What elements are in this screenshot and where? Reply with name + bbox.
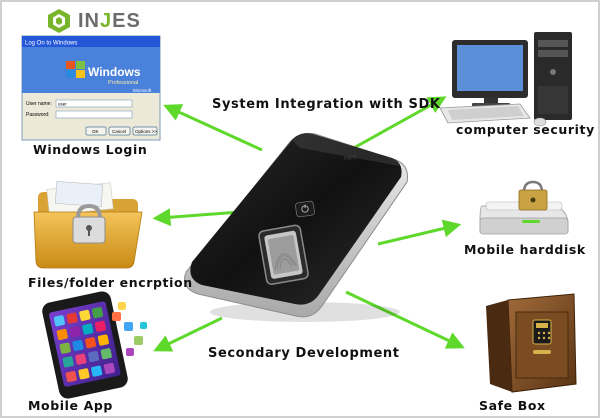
fingerprint-scanner-device: INJES <box>184 132 408 322</box>
injes-logo: INJES <box>46 6 141 36</box>
svg-text:Cancel: Cancel <box>112 129 126 134</box>
ok-button <box>85 126 107 136</box>
label-windows-login: Windows Login <box>33 142 148 157</box>
arrow-to-files-folder <box>152 208 241 227</box>
windows-flag-icon <box>66 61 85 78</box>
windows-login-dialog: Log On to Windows Windows Professional M… <box>21 35 161 141</box>
safe-handle <box>533 350 551 354</box>
brand-emboss: INJES <box>343 154 357 162</box>
fingerprint-sensor <box>258 224 309 285</box>
svg-text:Options >>: Options >> <box>135 129 157 134</box>
svg-text:OK: OK <box>92 129 99 134</box>
user-name-field <box>55 99 133 108</box>
label-mobile-app: Mobile App <box>28 398 113 413</box>
logo-wordmark: INJES <box>78 9 141 32</box>
desktop-computer-icon <box>439 32 572 127</box>
label-safe-box: Safe Box <box>479 398 546 413</box>
label-mobile-harddisk: Mobile harddisk <box>464 242 586 257</box>
dialog-title: Log On to Windows <box>25 41 77 47</box>
dialog-brand: Windows <box>88 65 141 79</box>
caption-top: System Integration with SDK <box>212 97 441 112</box>
arrow-to-safe-box <box>345 290 465 349</box>
password-label: Password: <box>26 112 49 118</box>
safe-box-icon <box>486 293 577 393</box>
cancel-button <box>108 126 131 136</box>
arrow-to-windows-login <box>163 104 263 152</box>
logo-mark-icon <box>48 9 70 33</box>
dialog-vendor: Microsoft <box>133 88 152 93</box>
label-files-folder: Files/folder encrption <box>28 275 193 290</box>
options-button <box>132 126 158 136</box>
arrow-to-mobile-app <box>153 316 223 352</box>
svg-text:user: user <box>58 102 67 107</box>
dialog-edition: Professional <box>108 80 138 86</box>
arrow-to-computer-security <box>349 96 447 152</box>
hard-disk-icon <box>479 180 569 235</box>
power-button-icon <box>295 200 315 218</box>
arrow-to-mobile-harddisk <box>377 219 462 246</box>
floating-app-icons <box>112 302 147 356</box>
arrows <box>152 96 465 352</box>
label-computer-security: computer security <box>456 122 595 137</box>
password-field <box>55 110 133 119</box>
locked-folder-icon <box>33 181 143 269</box>
user-name-label: User name: <box>26 101 52 107</box>
caption-bottom: Secondary Development <box>208 346 400 361</box>
smartphone-icon <box>42 291 147 399</box>
